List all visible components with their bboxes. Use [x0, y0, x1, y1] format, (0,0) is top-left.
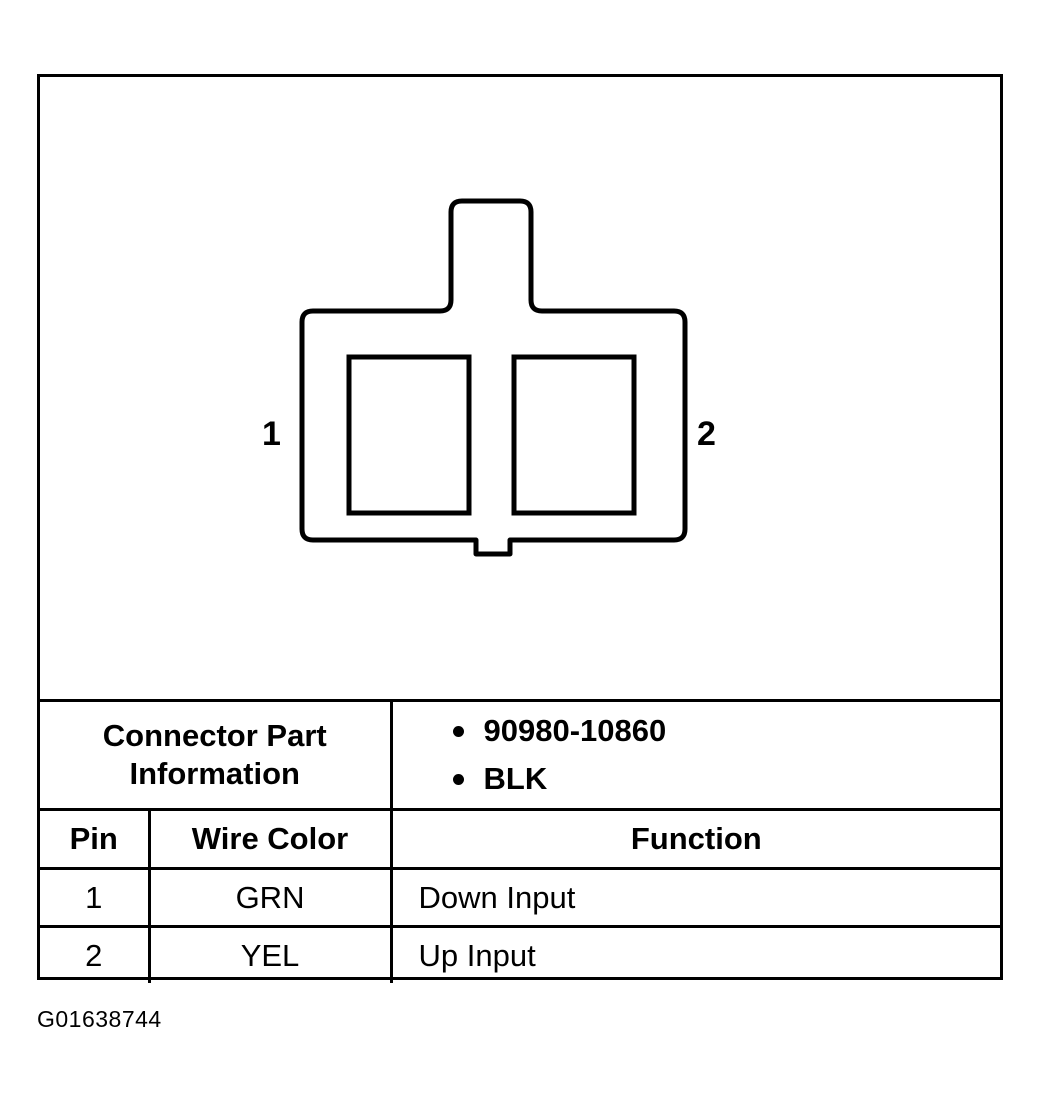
row-2-function: Up Input — [389, 925, 1001, 983]
part-info-values-cell: 90980-10860 BLK — [389, 699, 1001, 811]
table-row: 1 GRN Down Input — [40, 867, 1001, 928]
part-info-label-cell: Connector Part Information — [40, 699, 393, 811]
connector-color-item: BLK — [452, 755, 1001, 803]
row-1-function: Down Input — [389, 867, 1001, 928]
figure-id: G01638744 — [37, 1006, 162, 1032]
connector-drawing: 1 2 — [40, 77, 1000, 699]
pin-1-label: 1 — [262, 415, 281, 453]
part-info-label-line1: Connector Part — [102, 718, 327, 753]
header-pin: Pin — [40, 808, 151, 870]
diagram-frame: 1 2 Connector Part Information 90980-108… — [37, 74, 1003, 983]
bullet-icon — [452, 725, 464, 737]
connector-housing — [299, 198, 688, 557]
header-function: Function — [389, 808, 1001, 870]
table-header-row: Pin Wire Color Function — [40, 808, 1001, 870]
row-2-pin: 2 — [40, 925, 151, 983]
bullet-icon — [452, 773, 464, 785]
pin-cavity-2 — [511, 354, 637, 516]
row-1-wire-color: GRN — [147, 867, 393, 928]
row-2-wire-color: YEL — [147, 925, 393, 983]
header-wire-color: Wire Color — [147, 808, 393, 870]
row-1-pin: 1 — [40, 867, 151, 928]
part-info-row: Connector Part Information 90980-10860 B… — [40, 699, 1001, 811]
pin-2-label: 2 — [697, 415, 716, 453]
table-row: 2 YEL Up Input — [40, 925, 1001, 983]
connector-info-table-area: Connector Part Information 90980-10860 B… — [40, 699, 1001, 983]
pin-cavity-1 — [346, 354, 472, 516]
connector-face-illustration — [299, 198, 688, 557]
connector-info-table: Connector Part Information 90980-10860 B… — [40, 699, 1001, 983]
connector-color: BLK — [483, 761, 548, 796]
part-number-item: 90980-10860 — [452, 707, 1001, 755]
part-info-label-line2: Information — [129, 756, 301, 791]
part-number: 90980-10860 — [483, 713, 667, 748]
